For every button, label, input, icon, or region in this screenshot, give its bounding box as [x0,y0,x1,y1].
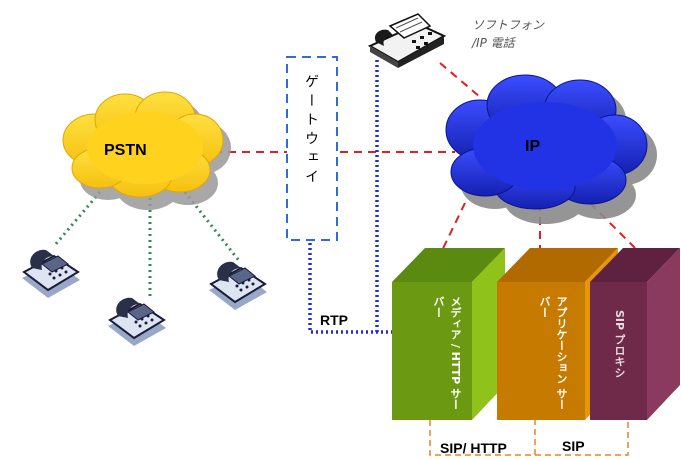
gateway-label: ゲートウェイ [303,74,319,188]
ip-softphone-link [439,62,481,98]
ip-label: IP [525,138,541,155]
server-bus-links [429,420,629,456]
pstn-cloud [62,91,231,210]
pstn-label: PSTN [104,142,147,159]
app-server-label: アプリケーション サーバー [538,296,568,410]
sip-label: SIP [562,438,585,454]
ip-cloud [445,74,657,224]
media-server-label: メディア / HTTP サーバー [432,296,462,411]
phone-icon [108,297,166,346]
phone-icon [22,249,80,298]
sip-proxy-box [590,248,680,420]
fax-phone-icon [367,13,447,68]
softphone-caption-line2: /IP 電話 [472,36,515,50]
rtp-path [308,60,392,334]
rtp-label: RTP [320,312,348,328]
gateway-box [286,56,338,241]
sip-http-label: SIP/ HTTP [440,440,507,456]
media-server-box [392,248,505,420]
phone-icon [209,261,267,310]
sip-proxy-label: SIP プロキシ [613,310,626,378]
softphone-caption-line1: ソフトフォン [472,18,545,32]
